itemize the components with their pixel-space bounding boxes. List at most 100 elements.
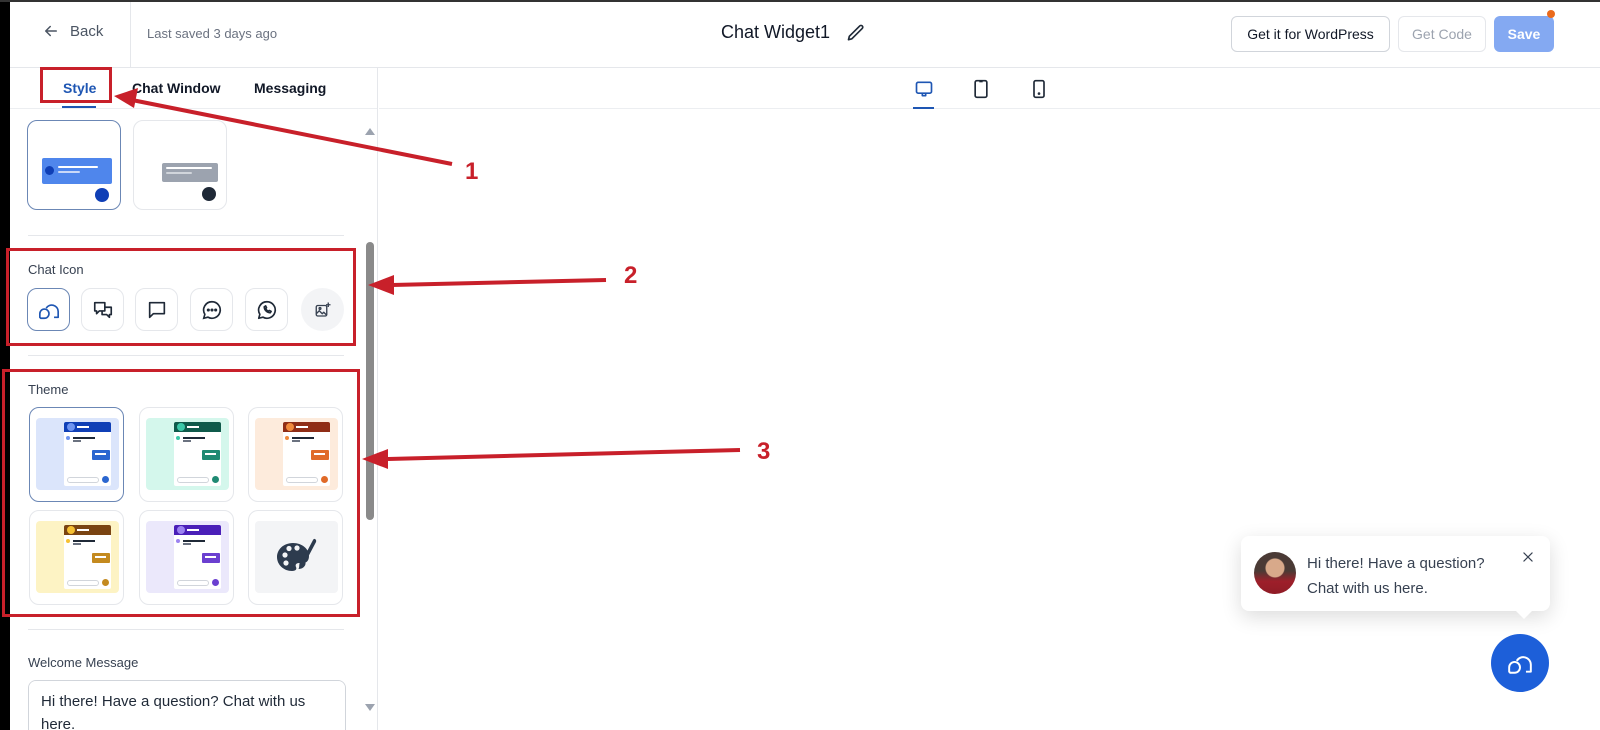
- tab-messaging[interactable]: Messaging: [254, 80, 327, 96]
- theme-option-custom[interactable]: [248, 510, 343, 605]
- theme-preview-header: [64, 525, 111, 535]
- back-label: Back: [70, 22, 104, 40]
- layout-option-blue[interactable]: [27, 120, 121, 210]
- annotation-number-3: 3: [757, 438, 771, 465]
- theme-preview-message: [92, 450, 110, 460]
- theme-preview-dot: [66, 436, 70, 440]
- section-divider: [28, 629, 344, 630]
- theme-preview-input: [177, 580, 209, 586]
- double-bubble-icon: [1508, 656, 1532, 674]
- layout-line: [58, 166, 98, 168]
- theme-preview-message: [311, 450, 329, 460]
- theme-option-purple[interactable]: [139, 510, 234, 605]
- theme-preview-dot: [285, 436, 289, 440]
- theme-preview-window: [64, 525, 111, 589]
- theme-preview-header: [283, 422, 330, 432]
- theme-preview-input: [67, 580, 99, 586]
- theme-preview-header: [174, 422, 221, 432]
- theme-preview-line: [183, 440, 191, 442]
- theme-preview-line: [73, 543, 81, 545]
- theme-option-yellow[interactable]: [29, 510, 124, 605]
- theme-preview-line: [296, 426, 308, 428]
- theme-preview-line: [183, 437, 205, 439]
- last-saved-text: Last saved 3 days ago: [147, 26, 278, 41]
- theme-preview-send: [102, 579, 109, 586]
- close-bubble-button[interactable]: [1521, 550, 1537, 566]
- theme-preview-avatar: [286, 423, 294, 431]
- get-wordpress-button[interactable]: Get it for WordPress: [1231, 16, 1390, 52]
- chat-bubbles-icon: [93, 301, 112, 318]
- theme-preview-window: [174, 525, 221, 589]
- chat-greeting-bubble[interactable]: Hi there! Have a question? Chat with us …: [1241, 536, 1550, 619]
- tab-chat-window[interactable]: Chat Window: [132, 80, 221, 96]
- theme-preview-send: [212, 476, 219, 483]
- whatsapp-icon: [257, 300, 276, 319]
- theme-label: Theme: [28, 382, 69, 397]
- desktop-icon: [915, 81, 933, 97]
- chat-launcher-button[interactable]: [1491, 634, 1549, 692]
- theme-preview-input: [286, 477, 318, 483]
- theme-preview-window: [174, 422, 221, 486]
- welcome-message-input[interactable]: Hi there! Have a question? Chat with us …: [28, 680, 346, 730]
- scroll-down-arrow[interactable]: [365, 704, 375, 711]
- theme-preview-dot: [176, 539, 180, 543]
- notification-dot: [1547, 10, 1555, 18]
- scrollbar-thumb[interactable]: [366, 242, 374, 520]
- device-mobile-button[interactable]: [1028, 78, 1050, 100]
- welcome-message-label: Welcome Message: [28, 655, 139, 670]
- layout-line: [166, 172, 192, 174]
- theme-option-orange[interactable]: [248, 407, 343, 502]
- chat-icon-upload-button[interactable]: [301, 288, 344, 331]
- theme-option-green[interactable]: [139, 407, 234, 502]
- top-header: Back Last saved 3 days ago Chat Widget1 …: [10, 2, 1600, 68]
- theme-preview-dot: [176, 436, 180, 440]
- theme-preview-line: [73, 540, 95, 542]
- theme-preview-header: [174, 525, 221, 535]
- tab-style[interactable]: Style: [63, 80, 97, 96]
- device-tablet-button[interactable]: [970, 78, 992, 100]
- chat-icon-label: Chat Icon: [28, 262, 84, 277]
- theme-preview-header: [64, 422, 111, 432]
- theme-preview-message: [92, 553, 110, 563]
- palette-icon: [276, 538, 316, 571]
- left-edge: [0, 0, 10, 730]
- chat-icon-option-double-bubble[interactable]: [27, 288, 70, 331]
- device-switcher: [379, 68, 1600, 109]
- mobile-icon: [1033, 79, 1045, 99]
- section-divider: [28, 355, 344, 356]
- layout-launcher-dot: [95, 188, 109, 202]
- theme-preview-avatar: [67, 526, 75, 534]
- active-tab-indicator: [62, 106, 96, 108]
- device-desktop-button[interactable]: [913, 78, 935, 100]
- layout-option-gray[interactable]: [133, 120, 227, 210]
- pencil-icon[interactable]: [846, 23, 866, 43]
- chat-icon-option-dots-bubble[interactable]: [190, 288, 233, 331]
- theme-preview-avatar: [177, 526, 185, 534]
- theme-preview-window: [283, 422, 330, 486]
- widget-title-group: Chat Widget1: [721, 22, 866, 43]
- scroll-up-arrow[interactable]: [365, 128, 375, 135]
- layout-line: [58, 171, 80, 173]
- annotation-number-1: 1: [465, 158, 479, 185]
- greeting-text: Hi there! Have a question? Chat with us …: [1307, 555, 1485, 597]
- theme-option-blue[interactable]: [29, 407, 124, 502]
- top-edge: [0, 0, 1600, 2]
- theme-preview-avatar: [177, 423, 185, 431]
- chat-icon-option-square-bubble[interactable]: [135, 288, 178, 331]
- chat-icon-option-whatsapp[interactable]: [245, 288, 288, 331]
- back-button[interactable]: Back: [42, 22, 103, 40]
- get-code-button[interactable]: Get Code: [1398, 16, 1486, 52]
- header-divider: [130, 2, 131, 68]
- theme-preview-line: [187, 529, 199, 531]
- dots-bubble-icon: [202, 300, 221, 319]
- theme-preview-line: [77, 426, 89, 428]
- theme-preview-line: [183, 543, 191, 545]
- layout-launcher-dot: [202, 187, 216, 201]
- theme-preview-input: [177, 477, 209, 483]
- chat-icon-option-chat-bubbles[interactable]: [81, 288, 124, 331]
- theme-preview-send: [321, 476, 328, 483]
- save-button[interactable]: Save: [1494, 16, 1554, 52]
- theme-preview-send: [102, 476, 109, 483]
- theme-preview-line: [292, 440, 300, 442]
